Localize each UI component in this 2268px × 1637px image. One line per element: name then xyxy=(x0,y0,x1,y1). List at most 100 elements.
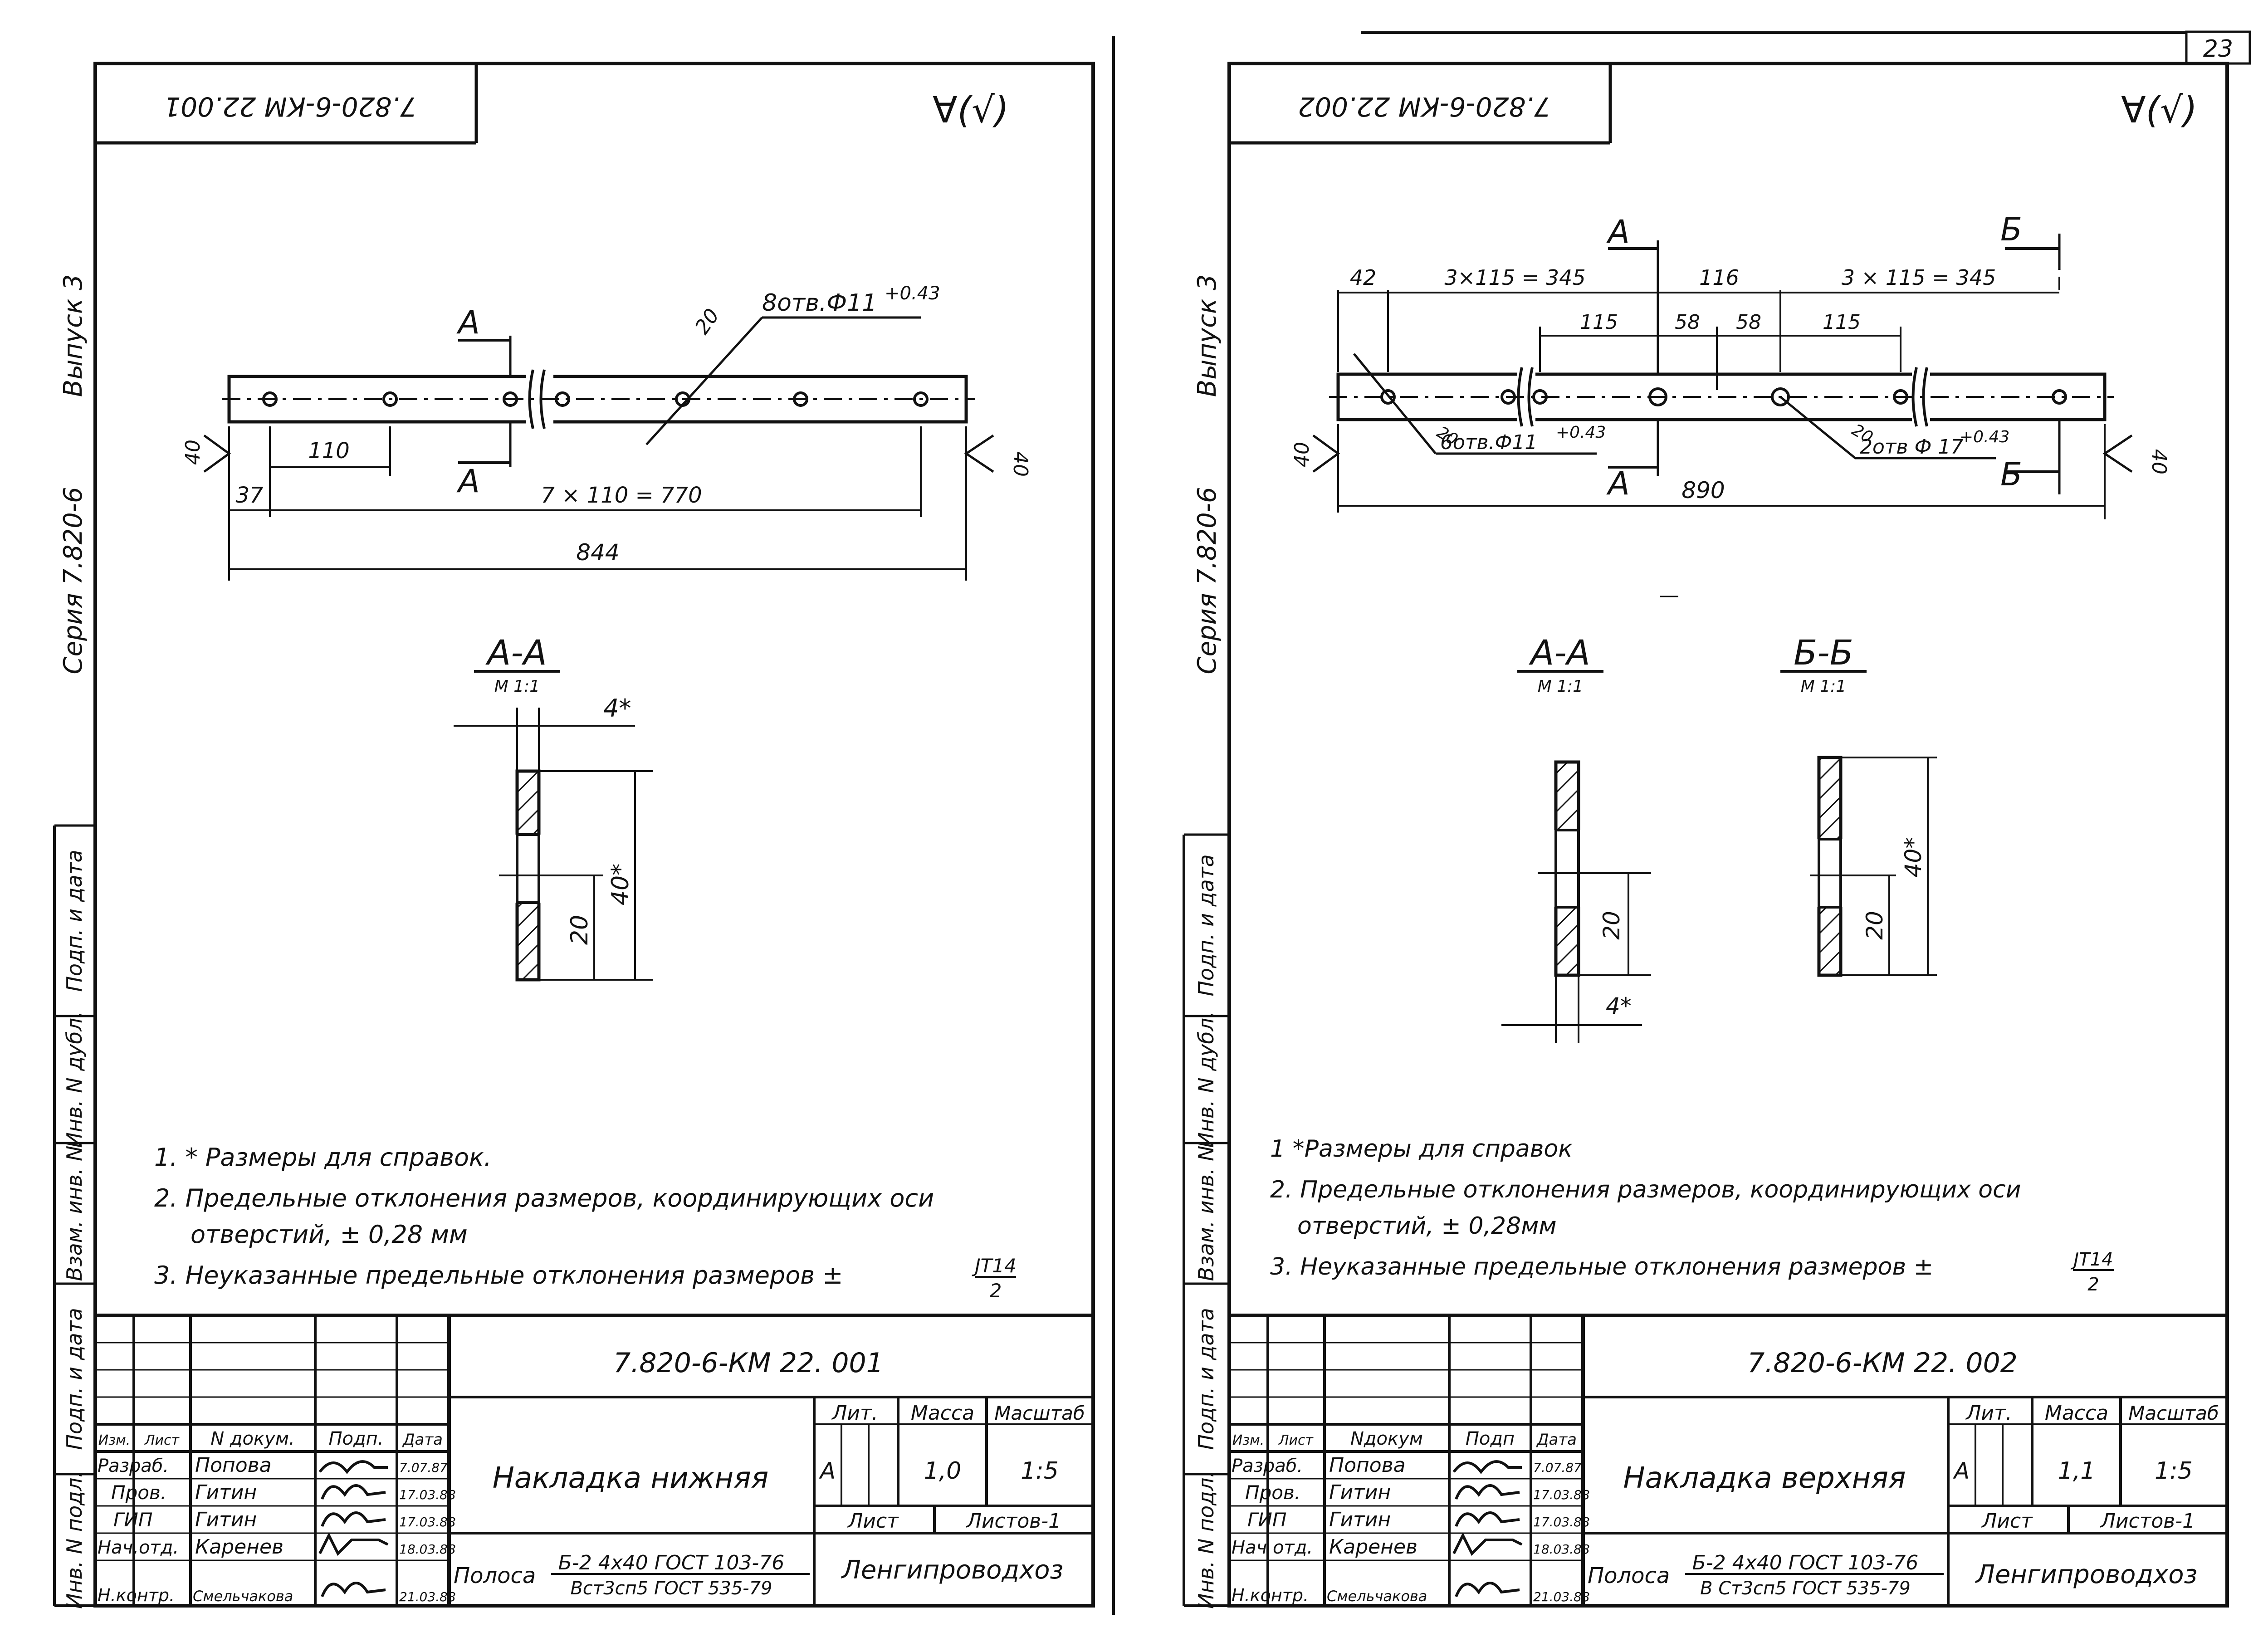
tb-mass: 1,0 xyxy=(924,1457,962,1485)
signature-3 xyxy=(321,1511,386,1527)
note-3-den: 2 xyxy=(990,1280,1002,1302)
roughness-20: 20 xyxy=(690,304,724,338)
tb-sheet: Лист xyxy=(1981,1510,2033,1533)
col-doc: Nдокум xyxy=(1350,1428,1423,1449)
dim-thickness: 4* xyxy=(1606,993,1632,1019)
note-3: 3. Неуказанные предельные отклонения раз… xyxy=(1270,1253,1933,1280)
role-2: Пров. xyxy=(111,1481,166,1504)
holes1-tolerance: +0.43 xyxy=(1556,423,1606,442)
date-3: 17.03.88 xyxy=(1533,1515,1590,1529)
tb-mass: 1,1 xyxy=(2058,1457,2096,1485)
tb-name: Накладка нижняя xyxy=(493,1461,769,1495)
col-doc: N докум. xyxy=(210,1428,295,1449)
side-label-3: Взам. инв. N xyxy=(62,1146,87,1281)
dim-thickness: 4* xyxy=(603,694,631,723)
date-5: 21.03.88 xyxy=(1533,1589,1590,1604)
side-label-5: Инв. N подл. xyxy=(1194,1471,1218,1609)
name-5: Смельчакова xyxy=(1327,1588,1427,1605)
tb-scale: 1:5 xyxy=(2155,1457,2193,1485)
tb-org: Ленгипроводхоз xyxy=(1975,1560,2198,1589)
signature-3 xyxy=(1455,1511,1520,1527)
side-stamp-rows xyxy=(1184,833,1229,1476)
tb-material-bottom: Вст3сп5 ГОСТ 535-79 xyxy=(570,1578,772,1599)
tb-sheets: Листов-1 xyxy=(2100,1510,2195,1533)
holes2-callout: 2отв Ф 17 xyxy=(1860,435,1963,459)
tb-scale: 1:5 xyxy=(1021,1457,1059,1485)
dim-edge: 42 xyxy=(1350,265,1377,290)
dim-span: 7 × 110 = 770 xyxy=(541,483,702,508)
section-mark-b-top: Б xyxy=(2000,211,2022,248)
side-label-5: Инв. N подл. xyxy=(62,1471,87,1609)
plate-plan-view: А А Б Б 42 3×115 = 345 116 3 × 115 = 345… xyxy=(1290,211,2170,597)
note-1: 1. * Размеры для справок. xyxy=(154,1143,492,1172)
dim-hole: 20 xyxy=(1862,911,1888,940)
dim-height: 40* xyxy=(1900,837,1926,878)
note-3-num: JT14 xyxy=(2070,1249,2113,1270)
tb-material-top: Б-2 4х40 ГОСТ 103-76 xyxy=(1692,1551,1919,1574)
section-mark-a-bottom: А xyxy=(1606,465,1630,502)
note-3-den: 2 xyxy=(2087,1274,2099,1295)
section-mark-b-bottom: Б xyxy=(2000,456,2022,493)
issue-label: Серия 7.820-6 xyxy=(59,487,88,674)
role-5: Н.контр. xyxy=(98,1585,175,1605)
note-3: 3. Неуказанные предельные отклонения раз… xyxy=(154,1261,843,1290)
signature-5 xyxy=(1455,1582,1520,1598)
holes-tolerance: +0.43 xyxy=(885,283,940,304)
dim-pitch: 110 xyxy=(308,438,350,464)
page-number-box: 23 xyxy=(2185,30,2251,65)
date-2: 17.03.88 xyxy=(1533,1487,1590,1502)
name-2: Гитин xyxy=(195,1481,257,1504)
dim-58a: 58 xyxy=(1675,311,1700,334)
holes2-tolerance: +0.43 xyxy=(1960,428,2009,446)
roughness-mark: ∀(√) xyxy=(933,89,1009,131)
note-1: 1 *Размеры для справок xyxy=(1270,1135,1573,1163)
tb-mass-header: Масса xyxy=(911,1402,974,1425)
page-number: 23 xyxy=(2203,35,2233,63)
tb-code: 7.820-6-КМ 22. 001 xyxy=(613,1347,884,1379)
dim-hole: 20 xyxy=(566,915,593,945)
dim-height-right: 40 xyxy=(2147,449,2170,474)
section-scale: М 1:1 xyxy=(494,677,540,696)
roughness-mark: ∀(√) xyxy=(2121,89,2197,131)
section-a-a: А-А М 1:1 4* 40* 20 xyxy=(454,632,653,982)
section-mark-a-top: А xyxy=(1606,213,1630,250)
bolt-holes xyxy=(1380,387,2067,406)
holes-callout: 8отв.Ф11 xyxy=(762,289,877,317)
dim-58b: 58 xyxy=(1736,311,1761,334)
sheet-left: Подп. и дата Инв. N дубл. Взам. инв. N П… xyxy=(53,62,1095,1609)
date-3: 17.03.88 xyxy=(399,1515,456,1529)
side-label-1: Подп. и дата xyxy=(1194,854,1218,996)
section-mark-bottom: А xyxy=(456,463,480,500)
side-stamp-rows xyxy=(54,824,95,1476)
doc-code-rotated: 7.820-6-КМ 22.002 xyxy=(1298,91,1550,122)
date-5: 21.03.88 xyxy=(399,1589,456,1604)
tb-material-bottom: В Ст3сп5 ГОСТ 535-79 xyxy=(1700,1578,1911,1599)
tb-lit: А xyxy=(1953,1458,1970,1484)
name-4: Каренев xyxy=(195,1535,284,1559)
tb-scale-header: Масштаб xyxy=(994,1402,1085,1424)
note-2b: отверстий, ± 0,28 мм xyxy=(191,1220,468,1249)
date-4: 18.03.88 xyxy=(399,1542,456,1557)
tb-mass-header: Масса xyxy=(2045,1402,2108,1425)
tb-scale-header: Масштаб xyxy=(2128,1402,2219,1424)
date-1: 7.07.87 xyxy=(1533,1460,1582,1475)
tb-material-prefix: Полоса xyxy=(454,1563,536,1588)
name-4: Каренев xyxy=(1329,1535,1418,1559)
dim-mid: 116 xyxy=(1699,265,1739,290)
signature-1 xyxy=(1452,1460,1522,1474)
name-2: Гитин xyxy=(1329,1481,1391,1504)
role-3: ГИП xyxy=(1247,1509,1286,1531)
tb-lit-header: Лит. xyxy=(1965,1402,2012,1425)
plate-plan-view: А А 8отв.Ф11 +0.43 20 110 37 7 × 110 = 7… xyxy=(181,283,1032,581)
note-2b: отверстий, ± 0,28мм xyxy=(1297,1212,1557,1240)
signature-2 xyxy=(321,1484,386,1500)
note-3-num: JT14 xyxy=(972,1255,1017,1277)
holes1-callout: 6отв.Ф11 xyxy=(1440,431,1537,454)
signature-4 xyxy=(318,1532,389,1556)
note-2: 2. Предельные отклонения размеров, коорд… xyxy=(1270,1176,2021,1203)
title-block: Изм. Лист N докум. Подп. Дата Разраб. По… xyxy=(95,1314,1093,1606)
role-4: Нач отд. xyxy=(1232,1537,1313,1558)
col-list: Лист xyxy=(1278,1432,1314,1448)
col-list: Лист xyxy=(144,1432,180,1448)
dim-left-span: 3×115 = 345 xyxy=(1444,265,1585,290)
